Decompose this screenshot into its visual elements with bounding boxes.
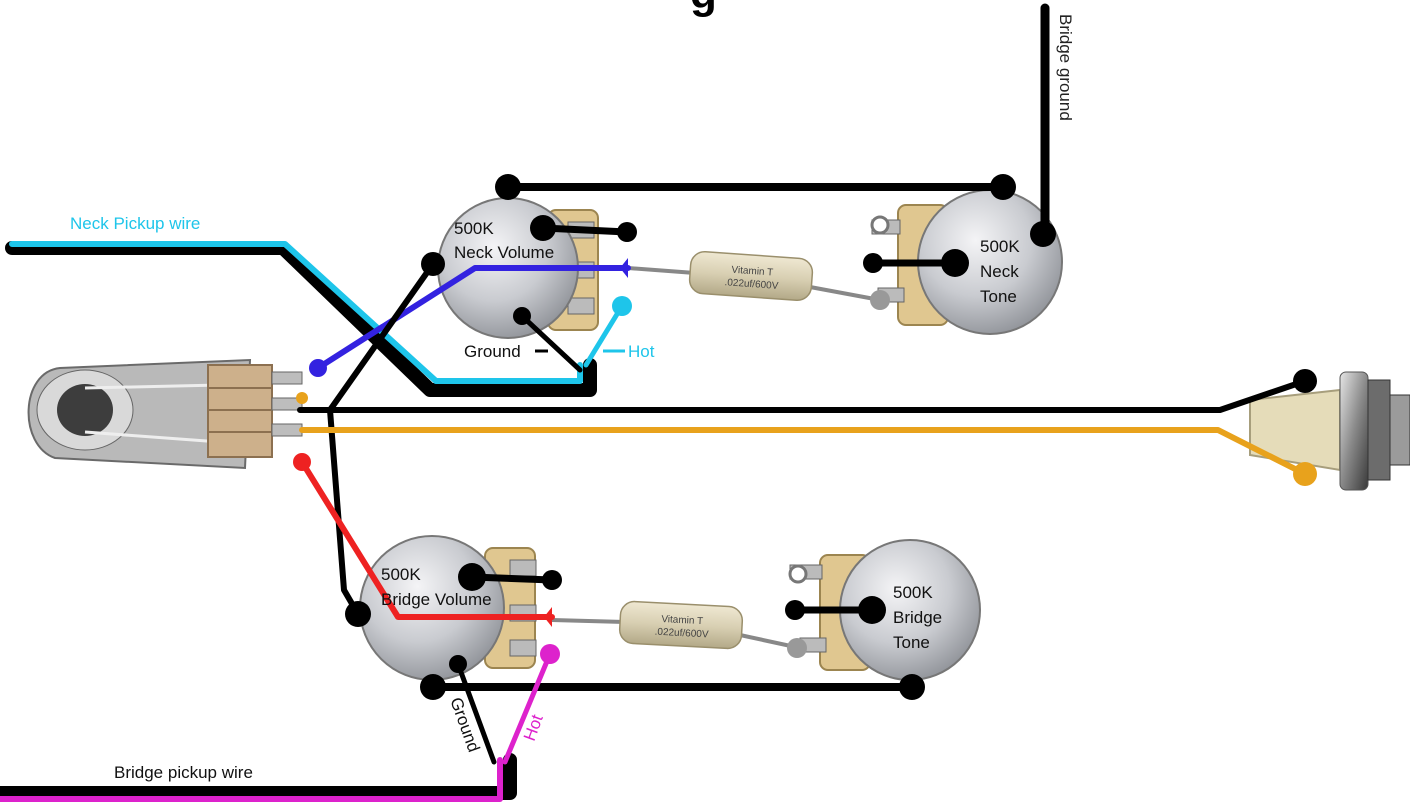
neck-signal-wire [315,265,631,371]
bridge-pickup-wire-hot [0,757,503,802]
neck-volume-value: 500K [454,219,494,238]
neck-pickup-wire-shield [5,241,597,397]
output-hot-wire [299,427,1308,477]
neck-capacitor-brand: Vitamin T [731,265,774,279]
neck-tone-value: 500K [980,237,1020,256]
neck-pickup-wire-label: Neck Pickup wire [70,214,200,233]
neck-volume-jumper [539,224,631,236]
bridge-volume-name: Bridge Volume [381,590,492,609]
bridge-pickup-ground-lead [455,661,497,765]
bridge-tone-line2: Bridge [893,608,942,627]
bridge-ground-label: Bridge ground [1056,14,1075,121]
bridge-capacitor: Vitamin T .022uf/600V [551,600,801,650]
bridge-tone-lug-icon [788,564,808,584]
output-jack [1249,371,1410,491]
bridge-signal-wire [299,459,555,620]
neck-pickup-wire-hot [9,241,583,384]
neck-tone-line2: Neck [980,262,1019,281]
bridge-tone-value: 500K [893,583,933,602]
bridge-capacitor-brand: Vitamin T [661,614,703,627]
neck-hot-label: Hot [628,342,655,361]
bridge-pickup-wire-shield [0,753,517,800]
neck-tone-line3: Tone [980,287,1017,306]
neck-pickup-hot-lead [583,303,625,368]
solder-points [293,174,1317,700]
bridge-capacitor-rating: .022uf/600V [654,627,709,641]
pickup-selector-switch [27,358,303,470]
bridge-volume-value: 500K [381,565,421,584]
output-ground-wire [297,378,1308,413]
neck-pickup-ground-lead [519,313,583,373]
bridge-pickup-wire-label: Bridge pickup wire [114,763,253,782]
neck-capacitor-rating: .022uf/600V [724,277,779,292]
title-fragment: g [690,0,717,18]
neck-volume-name: Neck Volume [454,243,554,262]
neck-ground-label: Ground [464,342,521,361]
bridge-tone-line3: Tone [893,633,930,652]
neck-tone-lug-icon [870,215,890,235]
bridge-pickup-hot-lead [502,651,553,765]
neck-capacitor: Vitamin T .022uf/600V [627,250,881,302]
switch-ground-to-neck-wire [327,261,436,413]
